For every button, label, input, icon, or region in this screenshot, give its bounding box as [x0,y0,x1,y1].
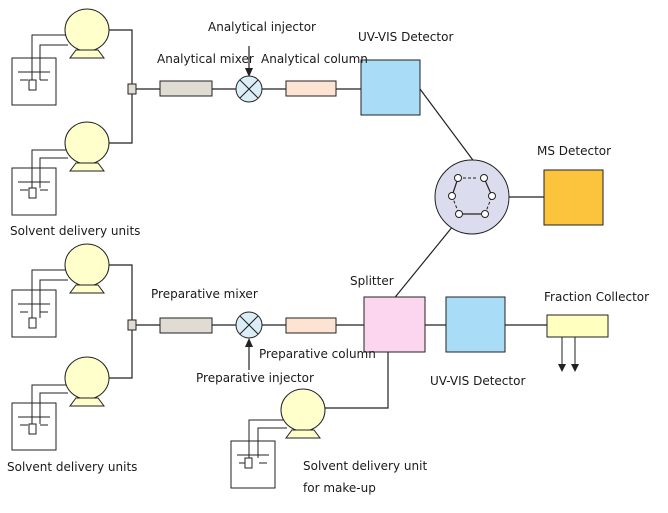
valve-port [455,210,463,218]
solvent-bottle [11,57,57,106]
solvent-bottle [11,402,57,451]
line-pump3-junction [108,264,133,322]
pump-base [69,49,105,59]
solvent-filter [28,79,37,91]
solvent-delivery-unit-1 [11,8,110,106]
pump-head [64,8,110,52]
label-analytical-mixer: Analytical mixer [157,52,254,66]
injector-arrows [245,46,253,370]
preparative-junction [127,319,137,331]
label-fraction-collector: Fraction Collector [544,290,649,304]
pump-base [69,162,105,172]
solvent-tube [31,149,66,188]
label-analytical-injector: Analytical injector [208,20,316,34]
label-preparative-mixer: Preparative mixer [151,287,258,301]
pump-base [69,284,105,294]
valve-port [448,192,456,200]
uv-vis-detector-analytical [360,59,421,116]
label-makeup-unit-line2: for make-up [303,481,376,495]
solvent-tube-2 [39,44,68,80]
solvent-tube [31,34,66,80]
solvent-filter [244,457,253,469]
pump-head [64,243,110,287]
switching-valve [434,159,510,235]
connection-lines [108,29,547,409]
fraction-collector [546,314,609,372]
line-pump2-junction [108,92,133,144]
label-preparative-injector: Preparative injector [196,371,314,385]
solvent-tube [31,384,66,424]
valve-port [454,174,462,182]
solvent-filter [28,187,37,199]
analytical-mixer [159,80,213,97]
solvent-tube [31,269,66,318]
solvent-filter [28,317,37,329]
label-solvent-units-bottom: Solvent delivery units [7,460,137,474]
label-makeup-unit-line1: Solvent delivery unit [303,459,427,473]
label-analytical-column: Analytical column [261,52,368,66]
label-preparative-column: Preparative column [259,347,376,361]
solvent-bottle [11,289,57,338]
label-uv-vis-detector-bottom: UV-VIS Detector [430,374,525,388]
analytical-injector-arrowhead [245,68,253,77]
pump-base [285,429,321,439]
line-makeup-splitter [325,352,389,409]
analytical-injector [235,75,263,103]
analytical-junction [127,83,137,95]
preparative-injector [235,311,263,339]
makeup-solvent-delivery-unit [230,388,326,489]
solvent-tube [248,419,285,458]
label-solvent-units-top: Solvent delivery units [10,224,140,238]
preparative-injector-arrowhead [245,338,253,347]
solvent-bottle [11,167,57,216]
analytical-column [285,80,337,97]
pump-head [64,121,110,165]
valve-port [480,174,488,182]
pump-base [69,397,105,407]
line-pump1-junction [108,29,133,88]
pump-head [64,356,110,400]
uv-vis-detector-preparative [445,296,506,353]
line-pump4-junction [108,328,133,379]
label-ms-detector: MS Detector [537,144,611,158]
solvent-delivery-unit-2 [11,121,110,216]
label-uv-vis-detector-top: UV-VIS Detector [358,30,453,44]
solvent-bottle [230,440,276,489]
solvent-delivery-unit-4 [11,356,110,451]
preparative-column [285,317,337,334]
preparative-mixer [159,317,213,334]
pump-head [280,388,326,432]
valve-port [488,192,496,200]
solvent-delivery-unit-3 [11,243,110,338]
solvent-filter [28,423,37,435]
line-valve-splitter [391,214,463,302]
label-splitter: Splitter [350,274,394,288]
ms-detector [543,169,604,226]
splitter [363,296,426,353]
valve-port [481,210,489,218]
